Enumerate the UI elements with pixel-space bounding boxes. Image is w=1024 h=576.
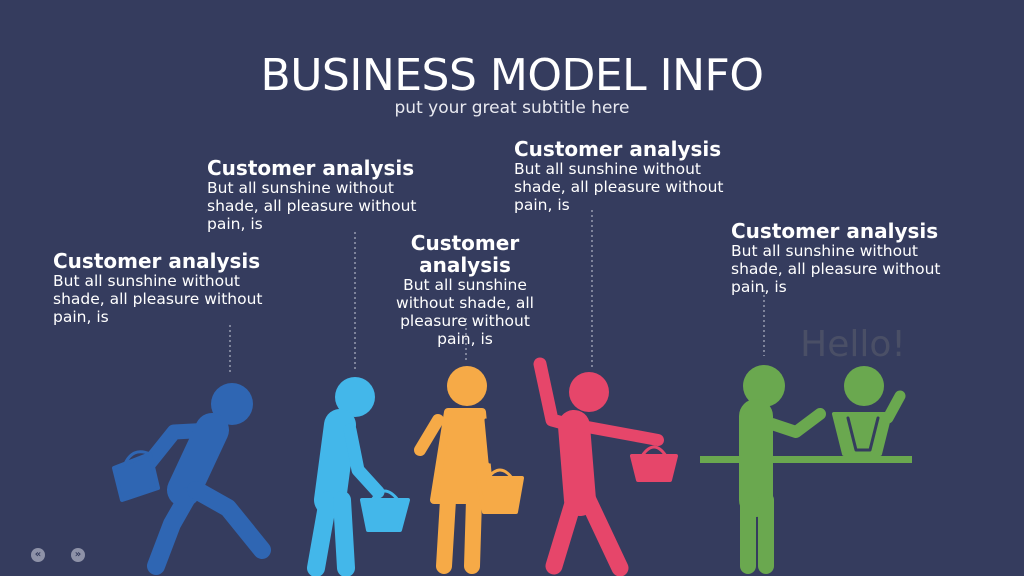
callout-5: Customer analysis But all sunshine witho… <box>731 220 946 296</box>
person-with-basket-icon <box>414 366 524 574</box>
callout-3: Customer analysis But all sunshine witho… <box>380 232 550 348</box>
callout-body: But all sunshine without shade, all plea… <box>396 276 534 348</box>
callout-body: But all sunshine without shade, all plea… <box>731 242 941 296</box>
callout-heading: Customer analysis <box>53 249 261 273</box>
person-with-basket-icon <box>112 383 271 575</box>
person-with-basket-icon <box>533 357 678 576</box>
watermark-text: Hello! <box>800 324 906 365</box>
callout-heading: Customer analysis <box>207 156 415 180</box>
callout-4: Customer analysis But all sunshine witho… <box>514 138 729 214</box>
callout-1: Customer analysis But all sunshine witho… <box>53 250 268 326</box>
shopkeeper-icon <box>700 365 912 574</box>
callout-heading: Customer analysis <box>410 231 520 277</box>
callout-body: But all sunshine without shade, all plea… <box>207 179 417 233</box>
callout-2: Customer analysis But all sunshine witho… <box>207 157 422 233</box>
page-subtitle: put your great subtitle here <box>394 98 630 118</box>
callout-heading: Customer analysis <box>731 219 939 243</box>
callout-body: But all sunshine without shade, all plea… <box>514 160 724 214</box>
callout-heading: Customer analysis <box>514 137 722 161</box>
connector-lines <box>229 210 765 372</box>
person-with-basket-icon <box>307 377 410 576</box>
previous-slide-button[interactable]: « <box>31 548 45 562</box>
page-title: BUSINESS MODEL INFO <box>260 50 764 101</box>
next-slide-button[interactable]: » <box>71 548 85 562</box>
callout-body: But all sunshine without shade, all plea… <box>53 272 263 326</box>
